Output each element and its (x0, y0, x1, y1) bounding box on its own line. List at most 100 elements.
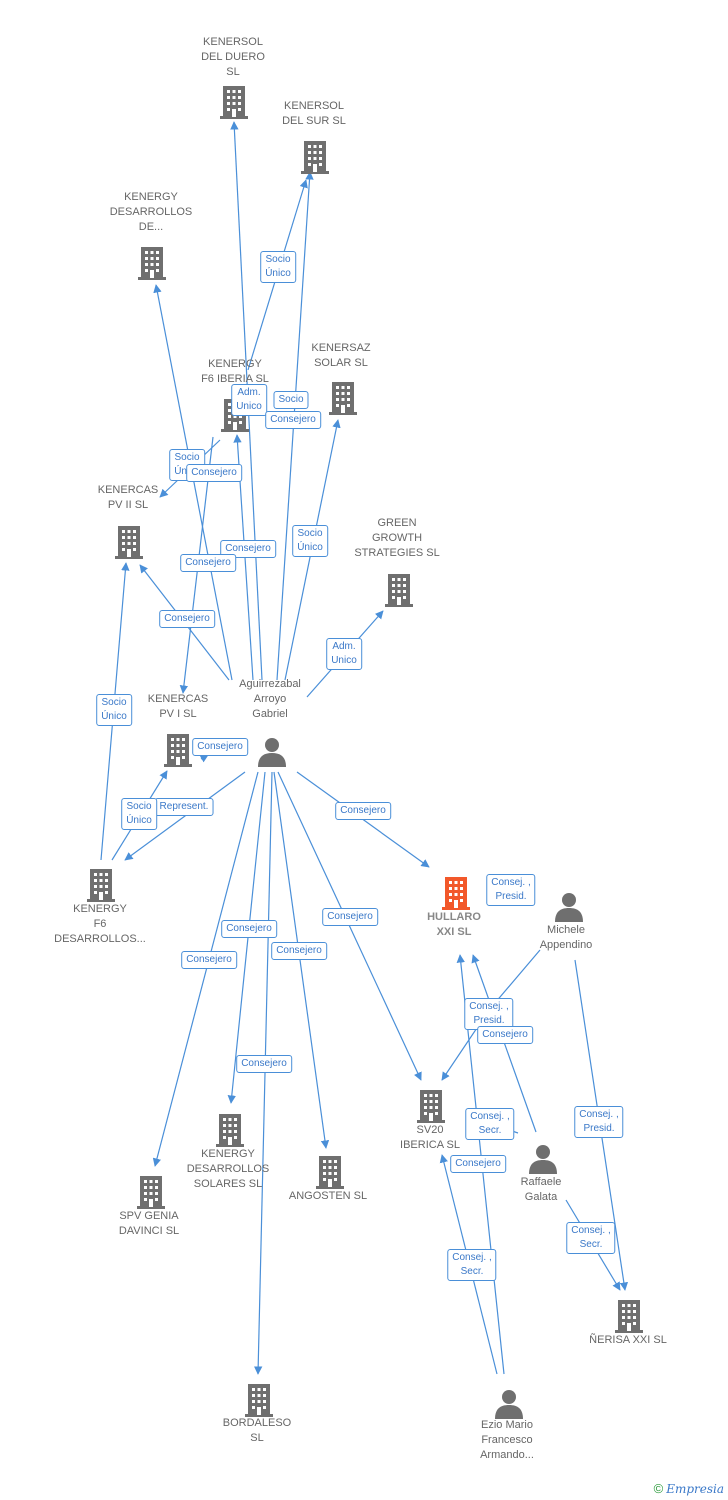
node-label-line: KENERGY (124, 191, 178, 203)
building-icon[interactable] (245, 1384, 273, 1417)
edge-label[interactable]: Consejero (265, 411, 321, 429)
node-label-line: Arroyo (253, 693, 287, 705)
building-icon[interactable] (164, 734, 192, 767)
edge-label[interactable]: Consejero (271, 942, 327, 960)
person-icon[interactable] (258, 738, 286, 767)
building-icon[interactable] (301, 141, 329, 174)
node-label-line: Aguirrezabal (239, 678, 301, 690)
building-icon[interactable] (442, 877, 470, 910)
node-label-kenercas-pv1[interactable]: KENERCAS PV I SL (148, 692, 209, 722)
edge-label[interactable]: Socio (273, 391, 309, 409)
edge-label[interactable]: Consejero (186, 464, 242, 482)
building-icon[interactable] (115, 526, 143, 559)
edge-label-line: Socio (174, 452, 200, 463)
node-label-line: DE... (138, 221, 164, 233)
edge-label[interactable]: Consej. ,Presid. (464, 998, 514, 1030)
person-icon[interactable] (555, 893, 583, 922)
edge-label[interactable]: Consejero (159, 610, 215, 628)
building-icon[interactable] (216, 1114, 244, 1147)
person-icon[interactable] (529, 1145, 557, 1174)
edge-label[interactable]: Consejero (180, 554, 236, 572)
edge-label-line: Consejero (185, 557, 231, 568)
edge-label-line: Consejero (197, 741, 243, 752)
node-label-nerisa[interactable]: ÑERISA XXI SL (589, 1333, 667, 1348)
edge-label[interactable]: Consej. ,Presid. (574, 1106, 624, 1138)
building-icon[interactable] (615, 1300, 643, 1333)
edge-line (152, 771, 259, 1167)
node-label-line: Francesco (481, 1434, 533, 1446)
edge-label[interactable]: Consejero (322, 908, 378, 926)
building-icon[interactable] (385, 574, 413, 607)
node-label-line: KENERCAS (97, 484, 159, 496)
edge-label[interactable]: Consejero (335, 802, 391, 820)
edge-label[interactable]: Consej. ,Secr. (447, 1249, 497, 1281)
building-icon[interactable] (417, 1090, 445, 1123)
building-icon[interactable] (87, 869, 115, 902)
node-label-angosten[interactable]: ANGOSTEN SL (289, 1189, 367, 1204)
node-label-line: DEL DUERO (201, 51, 265, 63)
edge-label-line: Unico (236, 401, 262, 412)
edge-label[interactable]: Consej. ,Presid. (486, 874, 536, 906)
node-label-line: Galata (524, 1191, 558, 1203)
edge-label[interactable]: Consej. ,Secr. (566, 1222, 616, 1254)
edge-label[interactable]: Represent. (154, 798, 214, 816)
building-icon[interactable] (329, 382, 357, 415)
node-label-line: HULLARO (427, 911, 481, 923)
building-icon[interactable] (316, 1156, 344, 1189)
building-icon[interactable] (137, 1176, 165, 1209)
edge-label-line: Presid. (473, 1015, 505, 1026)
edge-label[interactable]: Consejero (220, 540, 276, 558)
person-icon[interactable] (495, 1390, 523, 1419)
building-icon[interactable] (220, 86, 248, 119)
node-label-line: KENERGY (208, 358, 262, 370)
edge-label-line: Consejero (455, 1158, 501, 1169)
edge-label-line: Consejero (340, 805, 386, 816)
edge-label[interactable]: Consejero (192, 738, 248, 756)
edge-label-line: Consejero (226, 923, 272, 934)
edge-label-line: Consej. , (452, 1252, 492, 1263)
node-label-line: GROWTH (371, 532, 423, 544)
edge-label[interactable]: Consejero (236, 1055, 292, 1073)
node-label-line: PV II SL (107, 499, 149, 511)
edge-line (253, 771, 273, 1375)
edge-label[interactable]: Consejero (221, 920, 277, 938)
node-label-line: KENERSOL (284, 100, 344, 112)
edge-label-line: Socio (101, 697, 127, 708)
node-label-line: KENERCAS (147, 693, 209, 705)
edge-label[interactable]: Consejero (450, 1155, 506, 1173)
edge-label[interactable]: Adm.Unico (326, 638, 362, 670)
edge-label-line: Presid. (583, 1123, 615, 1134)
node-label-line: PV I SL (159, 708, 197, 720)
node-label-line: KENERGY (73, 903, 127, 915)
node-label-line: KENERSAZ (311, 342, 371, 354)
node-label-line: F6 (93, 918, 107, 930)
edge-label[interactable]: Consej. ,Secr. (465, 1108, 515, 1140)
edge-label[interactable]: Consejero (477, 1026, 533, 1044)
edge-label-line: Unico (331, 655, 357, 666)
edge-label[interactable]: Consejero (181, 951, 237, 969)
building-icon[interactable] (138, 247, 166, 280)
edge-label-line: Socio (297, 528, 323, 539)
edge-label[interactable]: Adm.Unico (231, 384, 267, 416)
node-label-kenercas-pv2[interactable]: KENERCAS PV II SL (98, 483, 159, 513)
